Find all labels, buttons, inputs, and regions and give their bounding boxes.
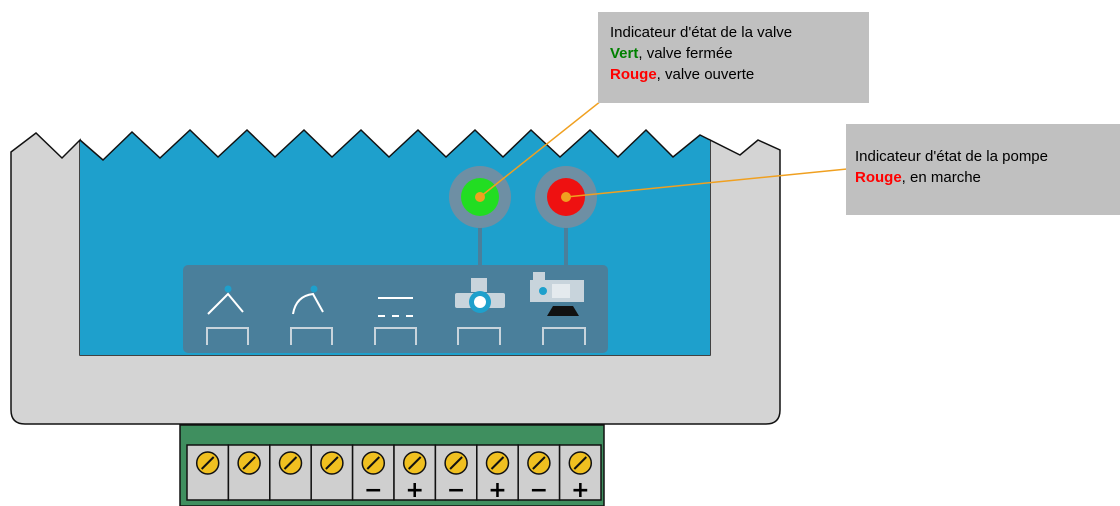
screw-slot xyxy=(490,456,505,470)
control-panel xyxy=(183,265,608,353)
water-surface-line xyxy=(79,128,711,162)
sensor-low-icon xyxy=(290,285,333,345)
minus-sign: − xyxy=(530,478,548,503)
pump-leader-line xyxy=(565,168,848,198)
plus-sign: + xyxy=(571,478,589,503)
terminal-2[interactable] xyxy=(227,444,271,501)
screw-slot xyxy=(532,456,546,470)
pump-status-callout: Indicateur d'état de la pompe Rouge, en … xyxy=(846,124,1120,215)
terminal-7[interactable]: − xyxy=(434,444,478,503)
screw-slot xyxy=(573,456,588,470)
screw-slot xyxy=(200,456,215,470)
terminal-10[interactable]: + xyxy=(558,444,602,503)
pump-icon xyxy=(530,272,586,345)
terminal-6[interactable]: + xyxy=(393,444,437,503)
terminal-5[interactable]: − xyxy=(351,444,395,503)
valve-icon xyxy=(455,278,505,345)
pump-callout-title: Indicateur d'état de la pompe xyxy=(855,148,1048,165)
plus-sign: + xyxy=(488,478,506,503)
screw-slot xyxy=(325,456,339,470)
valve-green-word: Vert xyxy=(610,45,639,62)
valve-callout-title: Indicateur d'état de la valve xyxy=(610,24,793,41)
screw-slot xyxy=(242,456,256,470)
screw-slot xyxy=(366,456,381,470)
screw-slot xyxy=(283,456,298,470)
pump-red-text: , en marche xyxy=(901,169,981,186)
minus-sign: − xyxy=(364,478,382,503)
terminal-9[interactable]: − xyxy=(517,444,561,503)
sensor-high-icon xyxy=(206,285,249,345)
minus-sign: − xyxy=(447,478,465,503)
terminal-4[interactable] xyxy=(310,444,354,501)
screw-slot xyxy=(407,456,422,470)
valve-red-text: , valve ouverte xyxy=(656,66,755,83)
plus-sign: + xyxy=(405,478,423,503)
terminal-block: −+−+−+ xyxy=(186,444,602,503)
terminal-1[interactable] xyxy=(186,444,230,501)
terminal-8[interactable]: + xyxy=(476,444,519,503)
screw-slot xyxy=(449,456,463,470)
valve-status-callout: Indicateur d'état de la valve Vert, valv… xyxy=(598,12,869,103)
dc-power-icon xyxy=(374,297,417,345)
pump-red-word: Rouge xyxy=(855,169,902,186)
valve-green-text: , valve fermée xyxy=(638,45,733,62)
valve-red-word: Rouge xyxy=(610,66,657,83)
terminal-3[interactable] xyxy=(269,444,312,501)
